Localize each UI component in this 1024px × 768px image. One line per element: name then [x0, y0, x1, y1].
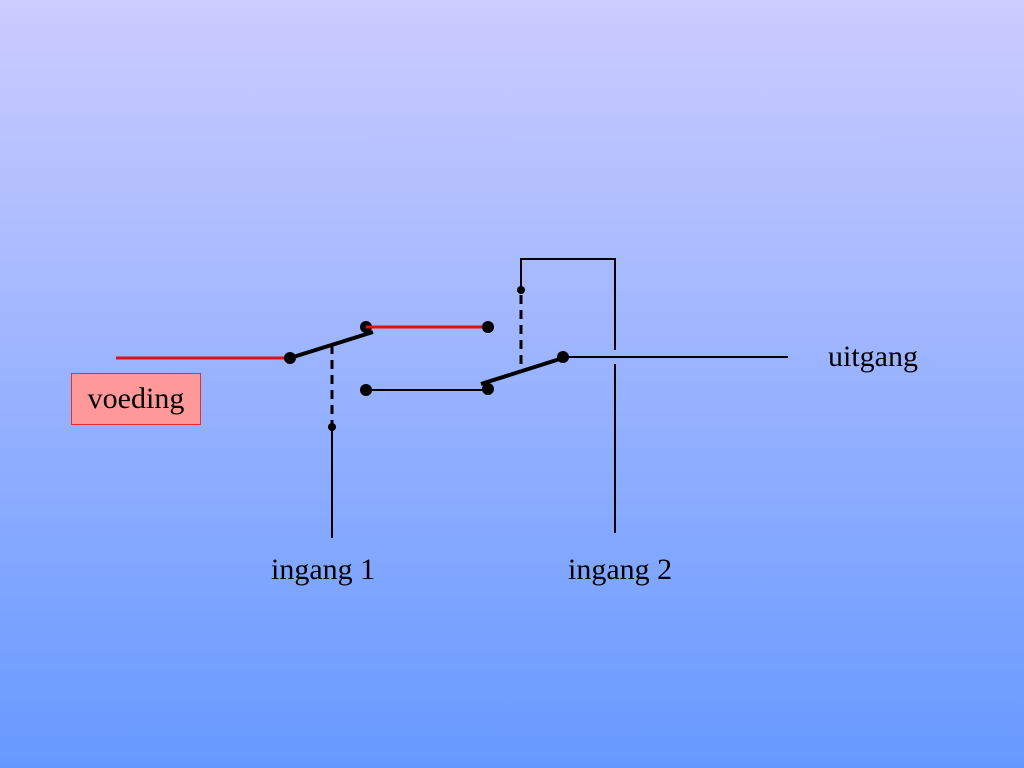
input2-label: ingang 2	[568, 553, 673, 586]
input1-label: ingang 1	[271, 553, 376, 586]
output-label: uitgang	[828, 340, 918, 373]
relay2-lower-contact	[482, 383, 494, 395]
input2-loop-wire	[520, 258, 616, 350]
relay2-upper-contact	[482, 321, 494, 333]
supply-label-box: voeding	[71, 373, 201, 425]
relay1-pivot-contact	[284, 352, 296, 364]
supply-label: voeding	[87, 382, 185, 415]
